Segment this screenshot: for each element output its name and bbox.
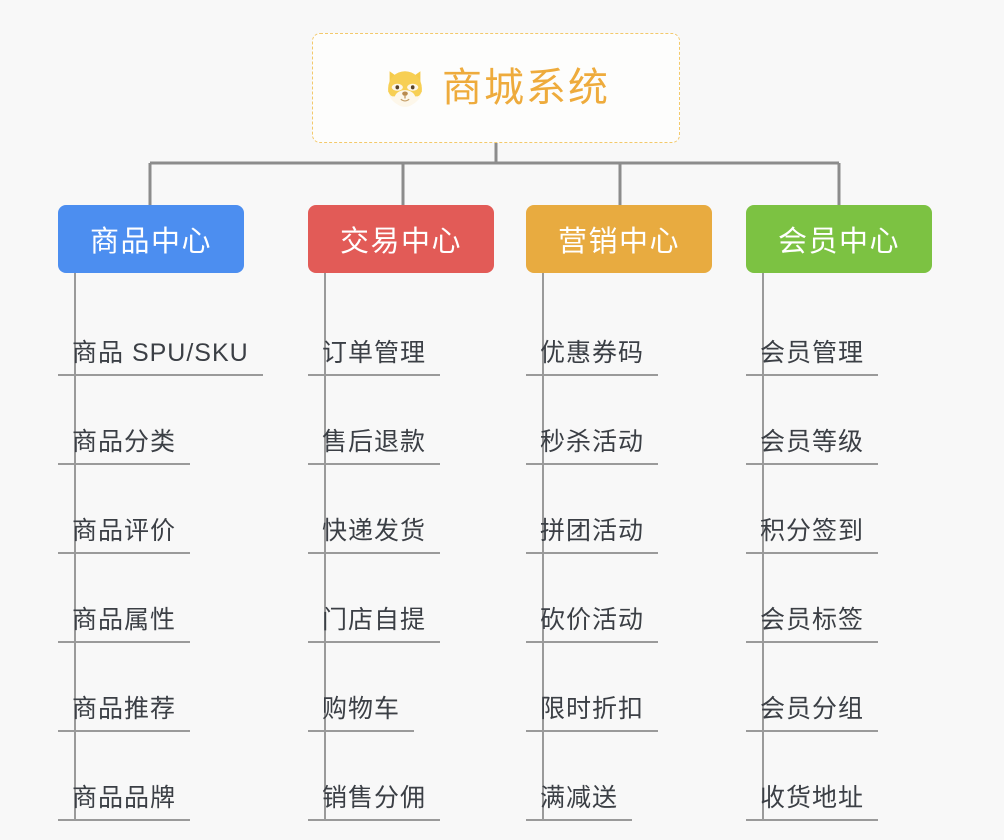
leaf-label: 商品推荐 [58,695,191,732]
leaf-item[interactable]: 商品品牌 [58,732,244,821]
leaf-label: 购物车 [308,695,415,732]
leaf-label: 会员标签 [746,606,879,643]
leaf-list-product: 商品 SPU/SKU 商品分类 商品评价 商品属性 商品推荐 商品品牌 [58,273,263,821]
leaf-label: 秒杀活动 [526,428,659,465]
branch-spine [542,273,544,821]
leaf-item[interactable]: 售后退款 [308,376,494,465]
branch-spine [74,273,76,821]
branch-header-label: 会员中心 [777,226,900,258]
leaf-list-trade: 订单管理 售后退款 快递发货 门店自提 购物车 销售分佣 [308,273,494,821]
leaf-label: 会员分组 [746,695,879,732]
leaf-label: 收货地址 [746,784,879,821]
leaf-list-member: 会员管理 会员等级 积分签到 会员标签 会员分组 收货地址 [746,273,932,821]
leaf-item[interactable]: 订单管理 [308,287,494,376]
branch-header-product[interactable]: 商品中心 [58,205,244,273]
leaf-label: 会员等级 [746,428,879,465]
branch-header-member[interactable]: 会员中心 [746,205,932,273]
leaf-item[interactable]: 拼团活动 [526,465,712,554]
leaf-item[interactable]: 商品推荐 [58,643,244,732]
leaf-label: 商品品牌 [58,784,191,821]
leaf-item[interactable]: 满减送 [526,732,712,821]
leaf-label: 销售分佣 [308,784,441,821]
leaf-label: 商品属性 [58,606,191,643]
branch-spine [324,273,326,821]
leaf-item[interactable]: 会员标签 [746,554,932,643]
leaf-item[interactable]: 会员等级 [746,376,932,465]
leaf-label: 商品 SPU/SKU [58,339,263,376]
leaf-item[interactable]: 会员管理 [746,287,932,376]
root-node[interactable]: 商城系统 [312,33,680,143]
leaf-item[interactable]: 购物车 [308,643,494,732]
leaf-item[interactable]: 积分签到 [746,465,932,554]
leaf-item[interactable]: 销售分佣 [308,732,494,821]
leaf-item[interactable]: 商品评价 [58,465,244,554]
branch-header-label: 营销中心 [557,226,680,258]
branch-member: 会员中心 会员管理 会员等级 积分签到 会员标签 会员分组 收货地址 [746,205,932,821]
leaf-item[interactable]: 会员分组 [746,643,932,732]
leaf-item[interactable]: 门店自提 [308,554,494,643]
leaf-label: 订单管理 [308,339,441,376]
leaf-label: 门店自提 [308,606,441,643]
leaf-item[interactable]: 商品 SPU/SKU [58,287,263,376]
leaf-label: 商品评价 [58,517,191,554]
leaf-label: 售后退款 [308,428,441,465]
leaf-item[interactable]: 限时折扣 [526,643,712,732]
branch-marketing: 营销中心 优惠券码 秒杀活动 拼团活动 砍价活动 限时折扣 满减送 [526,205,712,821]
leaf-label: 满减送 [526,784,633,821]
branch-product: 商品中心 商品 SPU/SKU 商品分类 商品评价 商品属性 商品推荐 商品品牌 [58,205,263,821]
leaf-item[interactable]: 商品属性 [58,554,244,643]
leaf-label: 商品分类 [58,428,191,465]
branch-header-marketing[interactable]: 营销中心 [526,205,712,273]
branch-header-label: 商品中心 [89,226,212,258]
root-title: 商城系统 [442,66,610,110]
leaf-list-marketing: 优惠券码 秒杀活动 拼团活动 砍价活动 限时折扣 满减送 [526,273,712,821]
shiba-dog-icon [382,67,428,109]
leaf-label: 限时折扣 [526,695,659,732]
leaf-item[interactable]: 商品分类 [58,376,244,465]
branch-header-trade[interactable]: 交易中心 [308,205,494,273]
leaf-label: 优惠券码 [526,339,659,376]
leaf-item[interactable]: 砍价活动 [526,554,712,643]
leaf-label: 拼团活动 [526,517,659,554]
leaf-label: 快递发货 [308,517,441,554]
leaf-item[interactable]: 秒杀活动 [526,376,712,465]
leaf-label: 会员管理 [746,339,879,376]
branch-spine [762,273,764,821]
leaf-item[interactable]: 优惠券码 [526,287,712,376]
branch-header-label: 交易中心 [339,226,462,258]
branch-trade: 交易中心 订单管理 售后退款 快递发货 门店自提 购物车 销售分佣 [308,205,494,821]
leaf-label: 砍价活动 [526,606,659,643]
leaf-item[interactable]: 快递发货 [308,465,494,554]
leaf-label: 积分签到 [746,517,879,554]
leaf-item[interactable]: 收货地址 [746,732,932,821]
